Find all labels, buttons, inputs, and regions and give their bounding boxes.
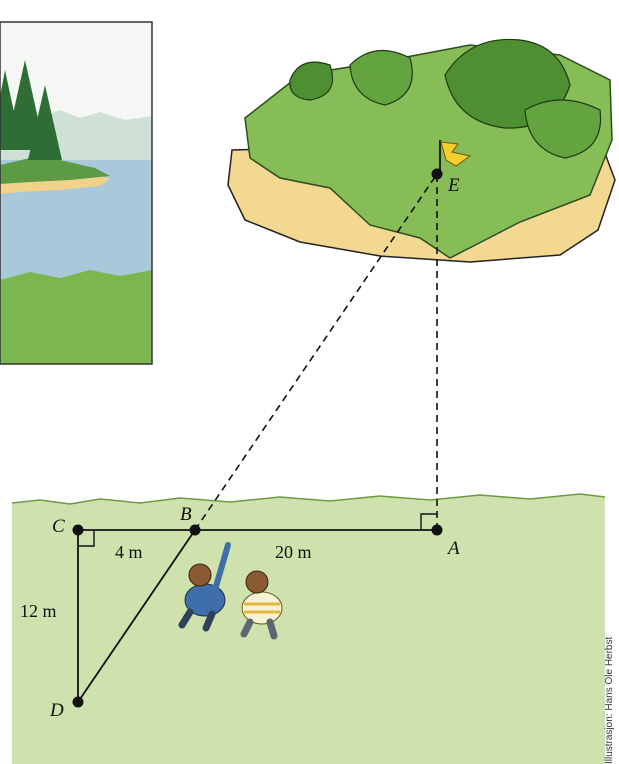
right-angle-mark-C [78,530,95,547]
island-bush [524,99,602,159]
label-C: C [52,516,65,537]
point-E [431,168,443,180]
right-angle-mark-A [420,513,437,530]
label-A: A [446,538,460,559]
illustration-credit: Illustrasjon: Hans Ole Herbst [604,636,615,764]
segment-D-B [77,529,196,703]
label-D: D [49,700,64,721]
label-B: B [180,504,192,525]
point-A [431,524,443,536]
points [72,168,443,708]
length-CD: 12 m [20,601,57,621]
geometry-lines [77,173,438,703]
flag [439,140,472,174]
boys-illustration [178,542,283,640]
label-E: E [447,175,460,196]
length-BA: 20 m [275,542,312,562]
grass-edge [11,493,606,505]
point-D [72,696,84,708]
point-C [72,524,84,536]
inset-lake-picture [0,21,153,365]
island-bush [349,49,413,106]
island-bush [289,61,334,101]
length-CB: 4 m [115,542,143,562]
point-B [189,524,201,536]
grass-field [12,494,605,764]
island [227,38,616,263]
